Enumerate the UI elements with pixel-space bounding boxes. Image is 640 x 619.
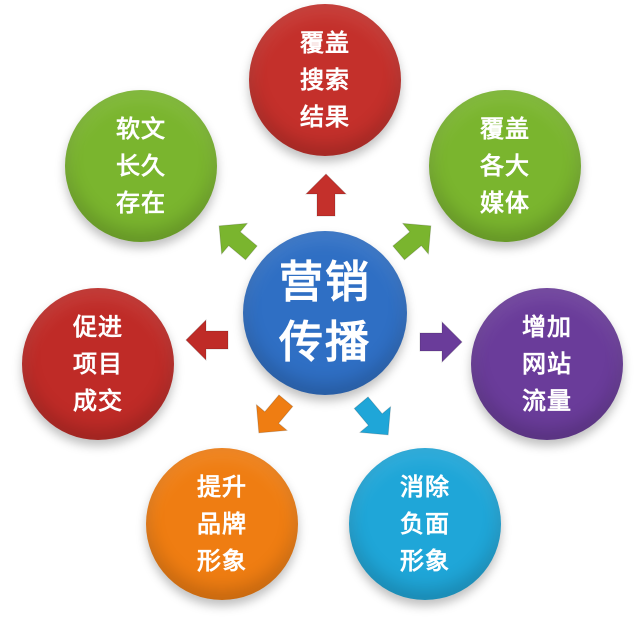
node-top-line-1: 覆盖 [300,28,350,57]
node-top-line-2: 搜索 [300,65,350,94]
node-top-left: 软文 长久 存在 [65,90,217,242]
arrow-left-shape [185,318,229,362]
arrow-bottom-right-shape [353,396,392,436]
center-line-2: 传播 [279,317,371,368]
arrow-top-right [392,222,432,261]
arrow-bottom-left-shape [255,394,294,434]
node-top-right-line-3: 媒体 [480,188,530,217]
arrow-bottom-left [255,394,294,434]
node-bottom-right-line-3: 形象 [400,546,450,575]
node-bottom-left-line-2: 品牌 [197,509,247,538]
node-left: 促进 项目 成交 [22,288,174,440]
node-top-left-line-2: 长久 [116,151,166,180]
node-right-line-2: 网站 [522,349,572,378]
node-top-right-line-2: 各大 [480,151,530,180]
node-left-line-2: 项目 [73,349,123,378]
arrow-top-right-shape [392,222,432,261]
node-right-line-1: 增加 [522,312,572,341]
node-bottom-left-line-3: 形象 [197,546,247,575]
arrow-top [304,173,348,217]
center-line-1: 营销 [279,257,371,308]
arrow-top-left [218,222,258,261]
node-top-right: 覆盖 各大 媒体 [429,90,581,242]
node-top-line-3: 结果 [300,102,350,131]
node-left-line-1: 促进 [73,312,123,341]
center-node: 营销 传播 [243,231,407,395]
node-top-left-line-1: 软文 [116,114,166,143]
node-top: 覆盖 搜索 结果 [249,4,401,156]
arrow-right [419,320,463,364]
node-top-right-line-1: 覆盖 [480,114,530,143]
node-top-left-line-3: 存在 [116,188,166,217]
node-bottom-right-line-2: 负面 [400,509,450,538]
node-right: 增加 网站 流量 [471,288,623,440]
node-right-line-3: 流量 [522,386,572,415]
node-bottom-left: 提升 品牌 形象 [146,448,298,600]
arrow-right-shape [419,320,463,364]
node-bottom-left-line-1: 提升 [197,472,247,501]
node-bottom-right: 消除 负面 形象 [349,448,501,600]
arrow-top-left-shape [218,222,258,261]
node-bottom-right-line-1: 消除 [400,472,450,501]
arrow-top-shape [304,173,348,217]
arrow-bottom-right [353,396,392,436]
node-left-line-3: 成交 [73,386,123,415]
arrow-left [185,318,229,362]
